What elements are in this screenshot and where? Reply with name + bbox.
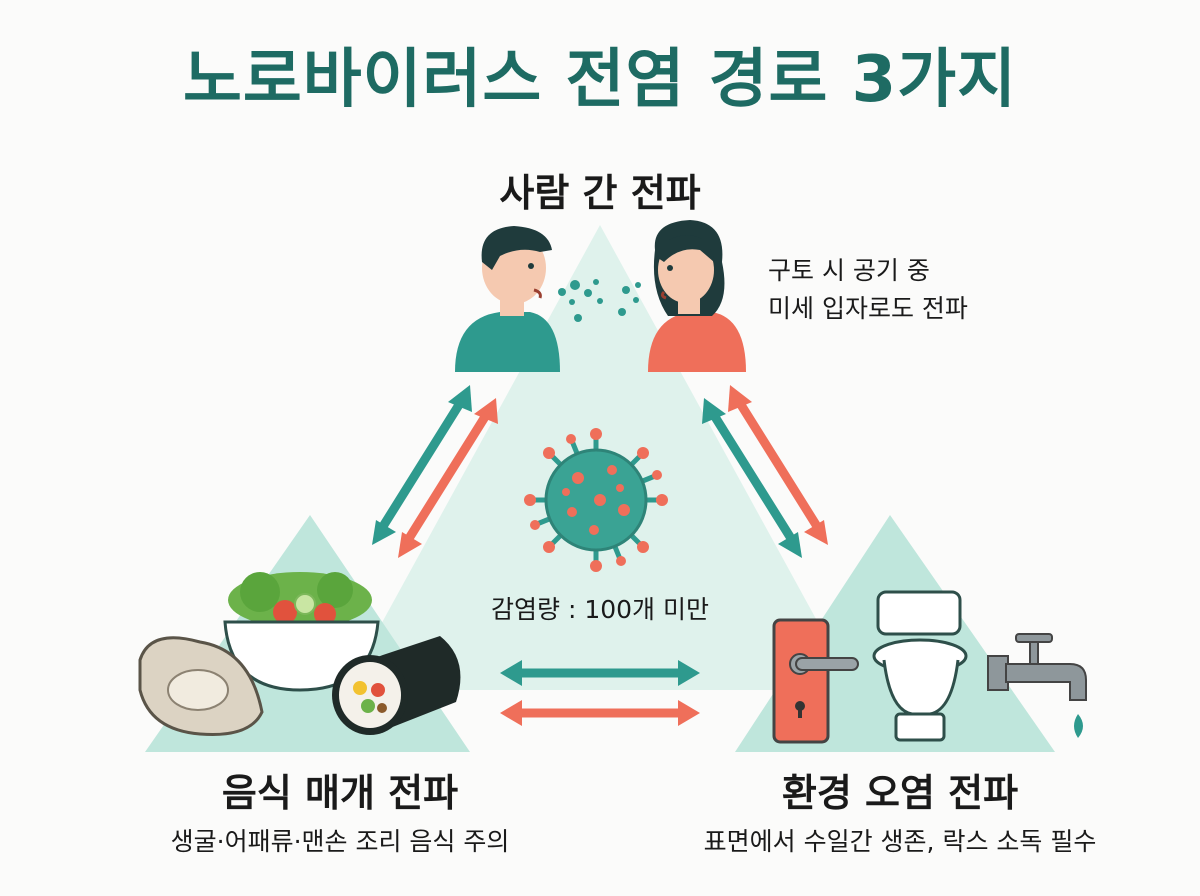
man-icon — [455, 226, 560, 372]
person-route-note: 구토 시 공기 중 미세 입자로도 전파 — [768, 252, 968, 328]
right-arrows — [702, 385, 828, 558]
toilet-icon — [872, 590, 968, 742]
virus-icon — [524, 428, 668, 572]
bottom-arrows — [500, 660, 700, 726]
person-route-label: 사람 간 전파 — [499, 171, 701, 215]
faucet-icon — [987, 633, 1087, 738]
droplets-icon — [558, 279, 641, 322]
environment-route-desc: 표면에서 수일간 생존, 락스 소독 필수 — [703, 827, 1097, 856]
page-title: 노로바이러스 전염 경로 3가지 — [183, 43, 1017, 117]
kimbap-icon — [332, 636, 461, 735]
oyster-icon — [138, 636, 264, 737]
food-route-label: 음식 매개 전파 — [221, 771, 459, 815]
environment-route-label: 환경 오염 전파 — [781, 771, 1019, 815]
person-note-line1: 구토 시 공기 중 — [768, 256, 930, 285]
left-arrows — [372, 385, 498, 558]
person-note-line2: 미세 입자로도 전파 — [768, 294, 968, 323]
food-route-desc: 생굴·어패류·맨손 조리 음식 주의 — [170, 827, 510, 856]
door-handle-icon — [772, 618, 859, 744]
woman-icon — [648, 220, 746, 372]
virus-caption: 감염량 : 100개 미만 — [491, 595, 709, 624]
